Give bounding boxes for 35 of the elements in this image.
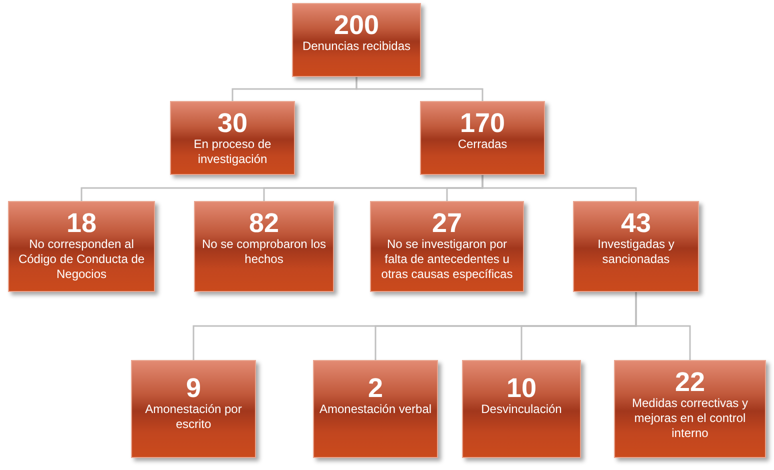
org-chart-box [420,101,545,175]
category-label: En proceso de investigación [192,137,272,167]
org-chart-box [462,360,581,458]
org-chart-box [614,360,766,458]
count-number: 43 [620,210,652,237]
org-chart-box [370,201,524,292]
category-label: Medidas correctivas y mejoras en el control interno [630,396,750,441]
count-number: 170 [460,110,506,137]
org-chart-box [131,360,256,458]
count-number: 82 [248,210,280,237]
org-chart-box [194,201,334,292]
org-chart-box [8,201,155,292]
count-number: 18 [66,210,97,237]
category-label: No corresponden al Código de Conducta de Negocios [17,237,146,282]
org-chart-box [170,101,295,175]
org-chart-box [292,3,421,77]
connector-line [356,77,484,101]
connector-line [482,175,637,201]
count-number: 2 [368,375,384,402]
category-label: No se investigaron por falta de antecedentes u otras causas específicas [380,237,514,282]
count-number: 22 [674,369,706,396]
category-label: Amonestación verbal [318,402,433,417]
category-label: Investigadas y sancionadas [596,237,676,267]
count-number: 10 [506,375,537,402]
count-number: 27 [432,210,462,237]
org-chart-box [313,360,438,458]
category-label: No se comprobaron los hechos [200,237,328,267]
count-number: 9 [186,375,202,402]
org-chart-box [573,201,699,292]
category-label: Desvinculación [480,402,563,417]
count-number: 200 [334,12,380,39]
category-label: Denuncias recibidas [301,39,412,54]
count-number: 30 [217,110,248,137]
category-label: Amonestación por escrito [144,402,243,432]
category-label: Cerradas [456,137,508,152]
